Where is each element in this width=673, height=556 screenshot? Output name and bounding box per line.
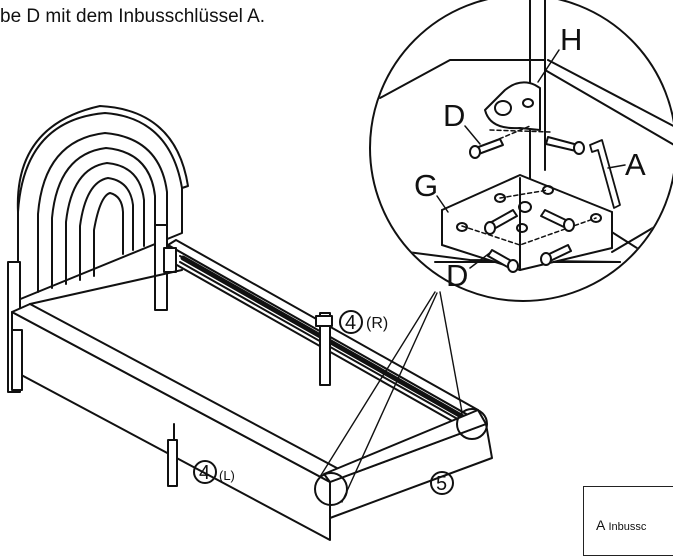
part-5-number: 5 xyxy=(436,473,447,495)
part-4-r-number: 4 xyxy=(345,312,356,334)
part-4-l-side: (L) xyxy=(219,468,235,483)
detail-zoom xyxy=(369,0,673,302)
label-a: A xyxy=(625,147,646,182)
bracket-plate-h xyxy=(484,81,541,131)
legend-name: Inbussc xyxy=(608,521,647,533)
side-rail-left xyxy=(11,269,349,541)
part-4-l-circle xyxy=(193,460,217,484)
part-4-r-side: (R) xyxy=(366,315,388,332)
part-4-r-circle xyxy=(339,310,363,334)
label-d-top: D xyxy=(443,98,465,133)
label-h: H xyxy=(560,22,582,57)
legend-letter: A xyxy=(596,517,605,533)
corner-marker-right xyxy=(456,408,488,440)
label-g: G xyxy=(414,168,438,203)
label-d-bottom: D xyxy=(446,258,468,293)
legend-box: A Inbussc xyxy=(583,486,673,556)
screw-d-icon xyxy=(469,136,585,273)
allen-key-icon xyxy=(589,139,621,209)
foot-rail xyxy=(323,409,493,519)
part-5-circle xyxy=(430,471,454,495)
instruction-text: be D mit dem Inbusschlüssel A. xyxy=(0,6,266,27)
part-4-l-number: 4 xyxy=(199,462,210,484)
corner-marker-bottom xyxy=(314,472,348,506)
